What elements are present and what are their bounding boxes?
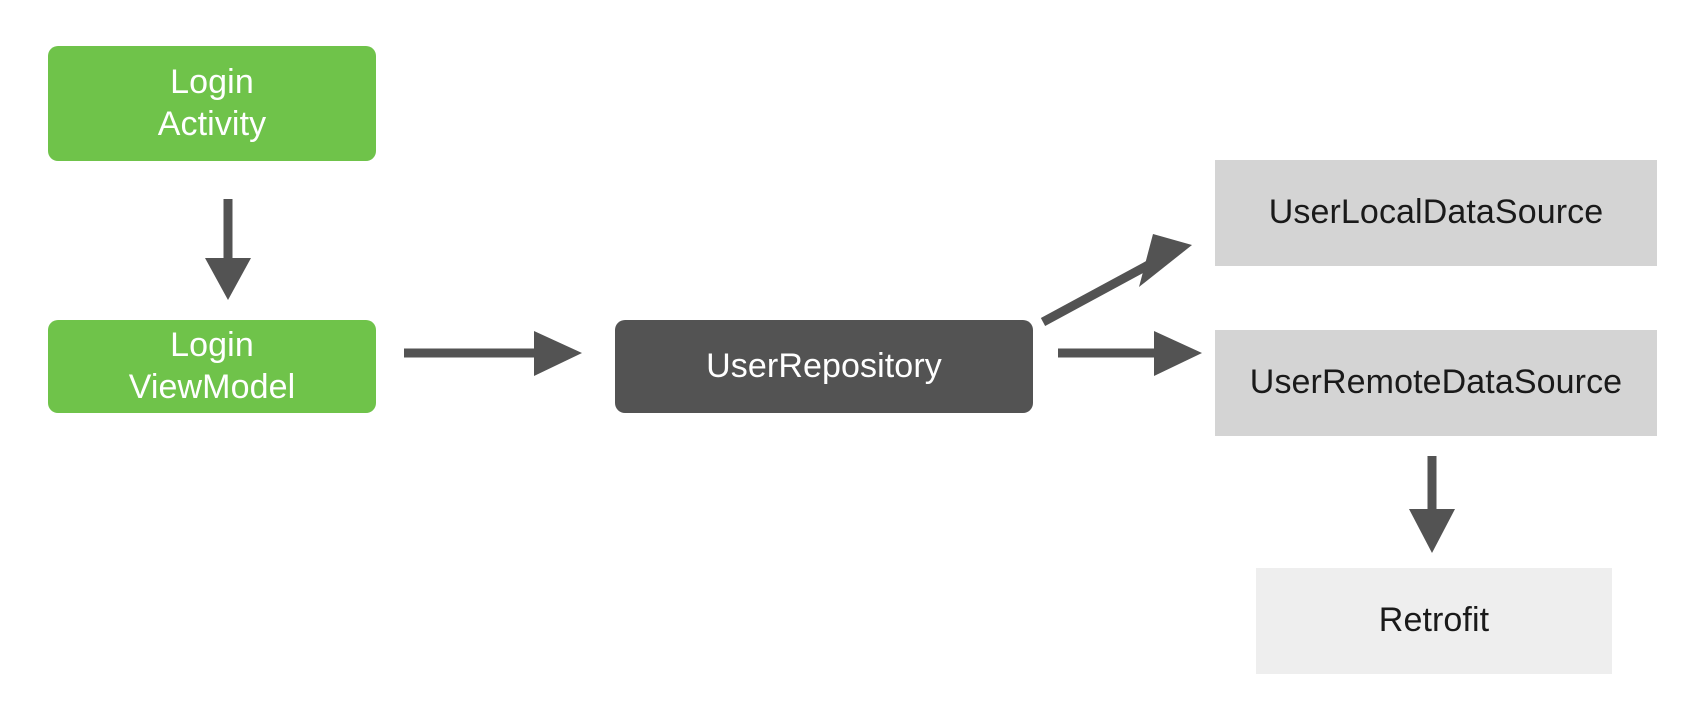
edge-repository-to-remote	[1058, 331, 1202, 376]
node-user-local-data-source[interactable]: UserLocalDataSource	[1215, 160, 1657, 266]
edge-activity-to-viewmodel	[205, 199, 251, 300]
node-user-remote-data-source[interactable]: UserRemoteDataSource	[1215, 330, 1657, 436]
node-user-repository[interactable]: UserRepository	[615, 320, 1033, 413]
edge-repository-to-local	[1040, 234, 1192, 326]
node-login-activity[interactable]: Login Activity	[48, 46, 376, 161]
node-retrofit[interactable]: Retrofit	[1256, 568, 1612, 674]
edge-viewmodel-to-repository	[404, 331, 582, 376]
node-login-viewmodel[interactable]: Login ViewModel	[48, 320, 376, 413]
edge-remote-to-retrofit	[1409, 456, 1455, 553]
